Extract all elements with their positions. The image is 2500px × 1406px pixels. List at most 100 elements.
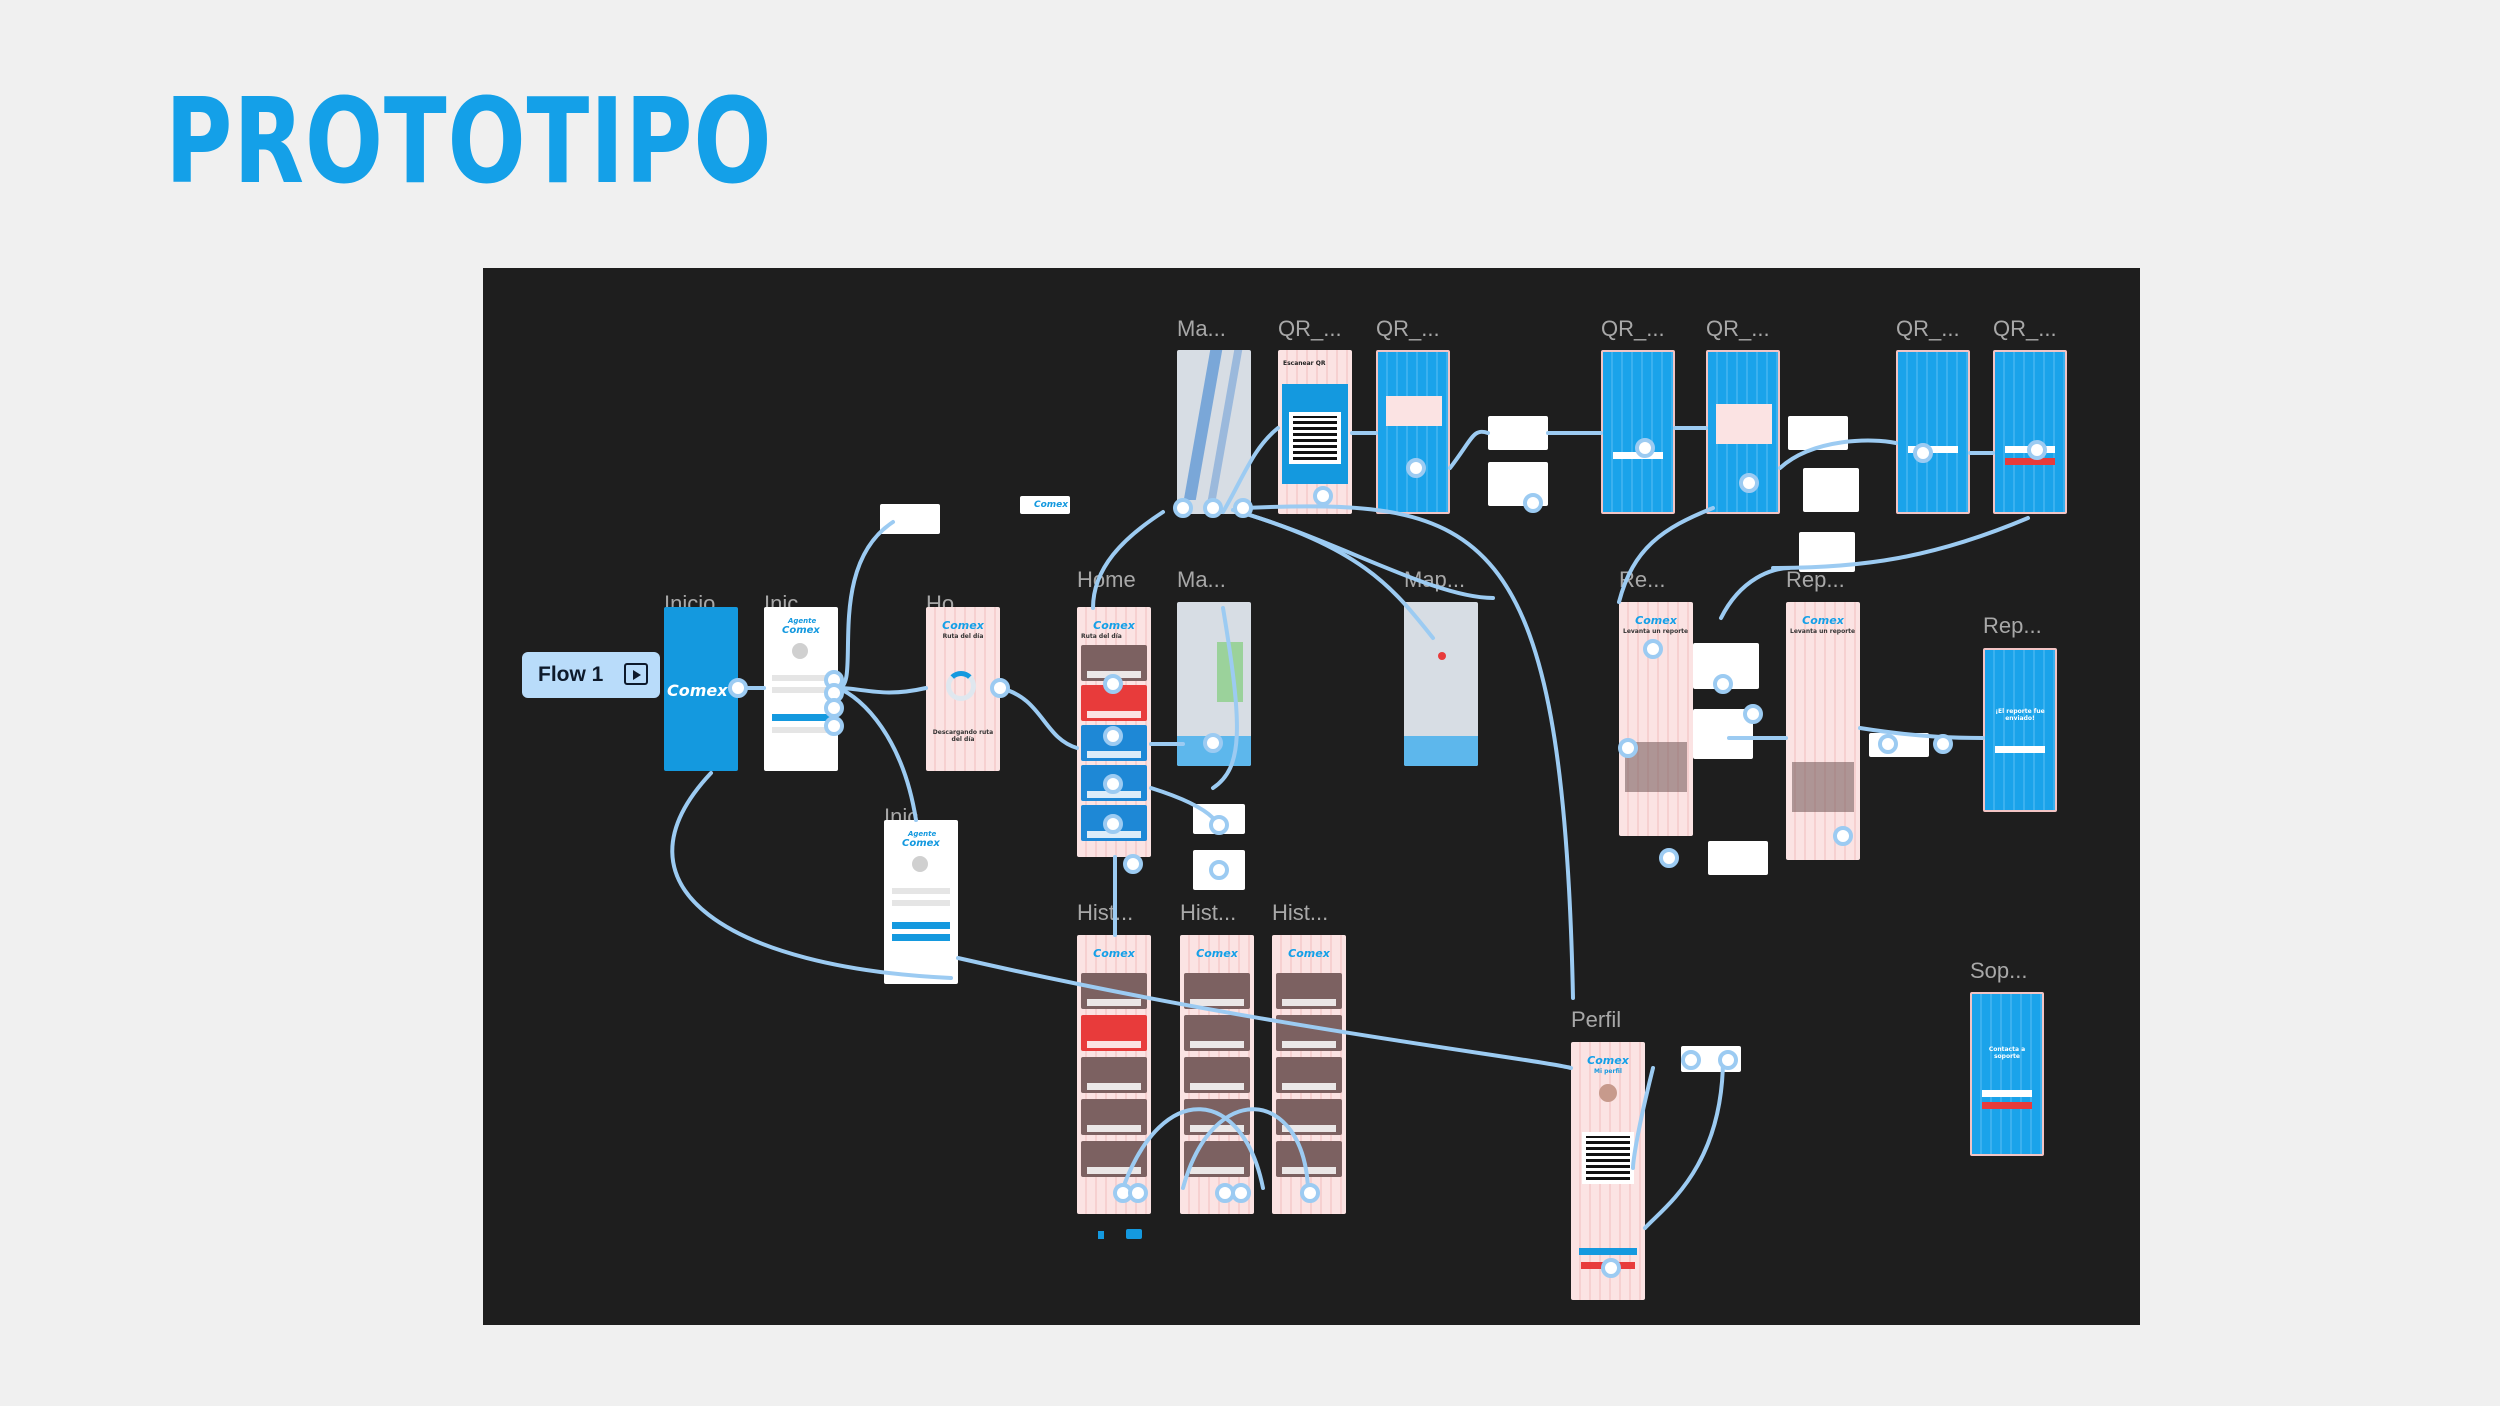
- avatar-icon: [792, 643, 808, 659]
- ruta-del-dia-title: Ruta del día: [942, 633, 984, 640]
- frame-label-qr-2: QR_...: [1376, 316, 1440, 341]
- frame-label-qr-6: QR_...: [1993, 316, 2057, 341]
- frame-label-reporte-3: Rep...: [1983, 613, 2042, 638]
- delivery-card[interactable]: [1081, 805, 1147, 841]
- delivery-card[interactable]: [1081, 685, 1147, 721]
- frame-label-qr-3: QR_...: [1601, 316, 1665, 341]
- comex-logo: Comex: [1288, 947, 1330, 960]
- logout-button[interactable]: [1581, 1262, 1635, 1269]
- screen-login-2[interactable]: Agente Comex: [884, 820, 958, 984]
- login-button[interactable]: [892, 922, 950, 929]
- flow-label: Flow 1: [538, 663, 604, 686]
- small-indicator: [1098, 1231, 1104, 1239]
- password-input[interactable]: [772, 687, 830, 693]
- comex-logo: Comex: [1093, 619, 1135, 632]
- screen-qr-scan[interactable]: Escanear QR: [1278, 350, 1352, 514]
- downloading-text: Descargando ruta del día: [932, 729, 994, 743]
- screen-historial-2[interactable]: Comex: [1180, 935, 1254, 1214]
- flow-start-badge[interactable]: Flow 1: [522, 652, 660, 698]
- reporte-enviado-text: ¡El reporte fue enviado!: [1995, 708, 2045, 722]
- overlay-panel: Comex: [1020, 496, 1070, 514]
- screen-home-loading[interactable]: Comex Ruta del día Descargando ruta del …: [926, 607, 1000, 771]
- comex-logo: Comex: [1093, 947, 1135, 960]
- screen-login-1[interactable]: Agente Comex: [764, 607, 838, 771]
- avatar-icon: [912, 856, 928, 872]
- comex-logo: Comex: [1196, 947, 1238, 960]
- overlay-panel: [1193, 804, 1245, 834]
- delivery-card[interactable]: [1081, 725, 1147, 761]
- screen-home[interactable]: Comex Ruta del día: [1077, 607, 1151, 857]
- profile-avatar: [1599, 1084, 1617, 1102]
- map-pin-icon: [1438, 652, 1446, 660]
- screen-soporte[interactable]: Contacta a soporte: [1970, 992, 2044, 1156]
- screen-qr-4[interactable]: [1706, 350, 1780, 514]
- screen-historial-1[interactable]: Comex: [1077, 935, 1151, 1214]
- delivery-card[interactable]: [1081, 765, 1147, 801]
- frame-label-historial-2: Hist...: [1180, 900, 1237, 925]
- screen-map-1[interactable]: [1177, 350, 1251, 514]
- overlay-panel: [1693, 709, 1753, 759]
- slide-title: PROTOTIPO: [165, 72, 773, 210]
- mi-perfil-title: Mi perfil: [1594, 1068, 1622, 1075]
- levanta-reporte-title: Levanta un reporte: [1790, 628, 1856, 635]
- secondary-button[interactable]: [892, 934, 950, 941]
- secondary-button[interactable]: [772, 727, 830, 733]
- frame-label-map-3: Map...: [1404, 567, 1466, 592]
- screen-qr-2[interactable]: [1376, 350, 1450, 514]
- screen-qr-3[interactable]: [1601, 350, 1675, 514]
- overlay-panel: [1693, 643, 1759, 689]
- frame-label-qr-4: QR_...: [1706, 316, 1770, 341]
- overlay-panel: [1708, 841, 1768, 875]
- agente-title: Agente: [788, 617, 817, 625]
- screen-perfil[interactable]: Comex Mi perfil: [1571, 1042, 1645, 1300]
- overlay-panel: [1788, 416, 1848, 450]
- frame-label-historial-1: Hist...: [1077, 900, 1134, 925]
- screen-inicio-splash[interactable]: Comex: [664, 607, 738, 771]
- ruta-del-dia-title: Ruta del día: [1081, 633, 1122, 640]
- comex-logo: Comex: [667, 681, 728, 700]
- frame-label-qr-5: QR_...: [1896, 316, 1960, 341]
- comex-logo: Comex: [782, 625, 820, 636]
- screen-reporte-enviado[interactable]: ¡El reporte fue enviado!: [1983, 648, 2057, 812]
- contacta-soporte-text: Contacta a soporte: [1988, 1046, 2026, 1060]
- frame-label-perfil: Perfil: [1571, 1007, 1622, 1032]
- screen-historial-3[interactable]: Comex: [1272, 935, 1346, 1214]
- screen-map-2[interactable]: [1177, 602, 1251, 766]
- loading-spinner-icon: [946, 671, 976, 701]
- screen-qr-6[interactable]: [1993, 350, 2067, 514]
- login-button[interactable]: [772, 714, 830, 721]
- password-input[interactable]: [892, 900, 950, 906]
- username-input[interactable]: [892, 888, 950, 894]
- overlay-panel: [1193, 850, 1245, 890]
- overlay-panel: [1869, 733, 1929, 757]
- comex-logo: Comex: [942, 619, 984, 632]
- prototype-canvas[interactable]: Flow 1 Inicio Inic... Ho... Inic... Home…: [483, 268, 2140, 1325]
- qr-code-icon: [1289, 412, 1341, 464]
- frame-label-qr-1: QR_...: [1278, 316, 1342, 341]
- overlay-panel: [1681, 1046, 1741, 1072]
- overlay-panel: [1803, 468, 1859, 512]
- frame-label-reporte-1: Re...: [1619, 567, 1666, 592]
- screen-qr-5[interactable]: [1896, 350, 1970, 514]
- play-icon[interactable]: [624, 663, 648, 685]
- qr-code-icon: [1582, 1132, 1634, 1184]
- screen-reporte-2[interactable]: Comex Levanta un reporte: [1786, 602, 1860, 860]
- overlay-panel: [1488, 462, 1548, 506]
- screen-reporte-1[interactable]: Comex Levanta un reporte: [1619, 602, 1693, 836]
- overlay-panel: [1488, 416, 1548, 450]
- comex-logo: Comex: [1587, 1054, 1629, 1067]
- screen-map-3[interactable]: [1404, 602, 1478, 766]
- frame-label-map-1: Ma...: [1177, 316, 1226, 341]
- comex-logo: Comex: [902, 838, 940, 849]
- levanta-reporte-title: Levanta un reporte: [1623, 628, 1689, 635]
- username-input[interactable]: [772, 675, 830, 681]
- frame-label-home: Home: [1077, 567, 1136, 592]
- delivery-card[interactable]: [1081, 645, 1147, 681]
- frame-label-soporte: Sop...: [1970, 958, 2028, 983]
- frame-label-historial-3: Hist...: [1272, 900, 1329, 925]
- overlay-panel: [1799, 532, 1855, 572]
- comex-logo: Comex: [1635, 614, 1677, 627]
- comex-logo: Comex: [1802, 614, 1844, 627]
- contact-support-button[interactable]: [1579, 1248, 1637, 1255]
- frame-label-map-2: Ma...: [1177, 567, 1226, 592]
